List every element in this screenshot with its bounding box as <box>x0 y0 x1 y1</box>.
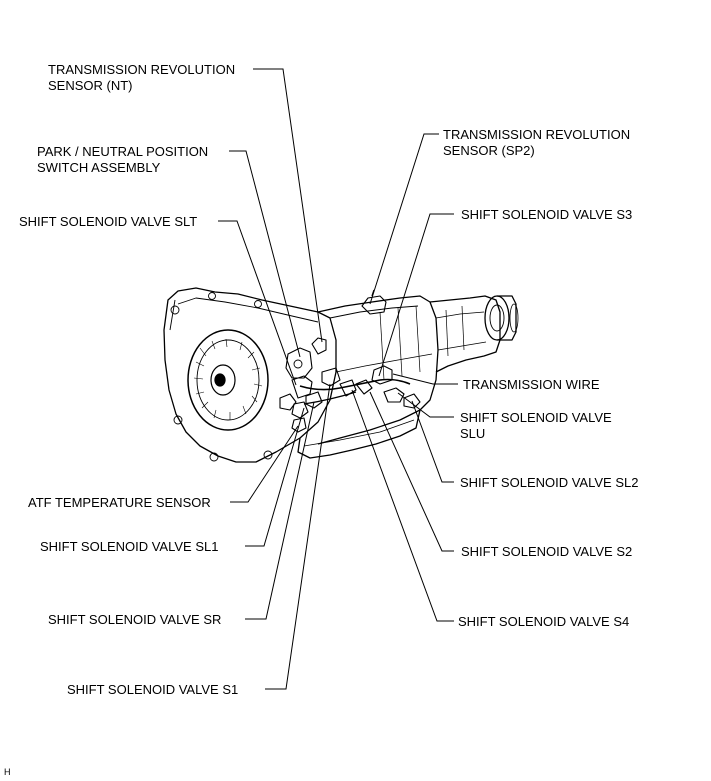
transmission-assembly-drawing <box>163 287 519 463</box>
leader-pnp <box>229 150 301 358</box>
leader-s4 <box>351 389 454 622</box>
leader-sr <box>245 401 315 620</box>
leader-slt <box>218 220 297 386</box>
leader-s2 <box>369 391 454 552</box>
leader-lines <box>218 68 458 690</box>
leader-sp2 <box>369 133 439 305</box>
leader-s1 <box>265 383 331 690</box>
label-shift-solenoid-valve-sr: SHIFT SOLENOID VALVE SR <box>48 612 222 627</box>
leader-atf <box>230 425 299 503</box>
label-shift-solenoid-valve-sl1: SHIFT SOLENOID VALVE SL1 <box>40 539 219 554</box>
label-transmission-wire: TRANSMISSION WIRE <box>463 377 600 392</box>
leader-slu <box>397 392 454 418</box>
label-shift-solenoid-valve-s1: SHIFT SOLENOID VALVE S1 <box>67 682 239 697</box>
leader-nt <box>253 68 323 343</box>
figure-code-mark: H <box>4 767 11 777</box>
leader-sl2 <box>411 400 454 483</box>
label-shift-solenoid-valve-slt: SHIFT SOLENOID VALVE SLT <box>19 214 198 229</box>
label-shift-solenoid-valve-s3: SHIFT SOLENOID VALVE S3 <box>461 207 633 222</box>
leader-sl1 <box>245 407 305 547</box>
label-shift-solenoid-valve-sl2: SHIFT SOLENOID VALVE SL2 <box>460 475 639 490</box>
label-shift-solenoid-valve-s2: SHIFT SOLENOID VALVE S2 <box>461 544 633 559</box>
label-atf-temperature-sensor: ATF TEMPERATURE SENSOR <box>28 495 211 510</box>
label-shift-solenoid-valve-slu: SHIFT SOLENOID VALVE SLU <box>460 410 612 441</box>
label-transmission-revolution-sensor-sp2: TRANSMISSION REVOLUTION SENSOR (SP2) <box>443 127 631 158</box>
label-transmission-revolution-sensor-nt: TRANSMISSION REVOLUTION SENSOR (NT) <box>48 62 236 93</box>
label-park-neutral-position-switch: PARK / NEUTRAL POSITION SWITCH ASSEMBLY <box>37 144 209 175</box>
label-shift-solenoid-valve-s4: SHIFT SOLENOID VALVE S4 <box>458 614 630 629</box>
leader-s3 <box>378 213 454 377</box>
leader-wire <box>392 373 458 385</box>
